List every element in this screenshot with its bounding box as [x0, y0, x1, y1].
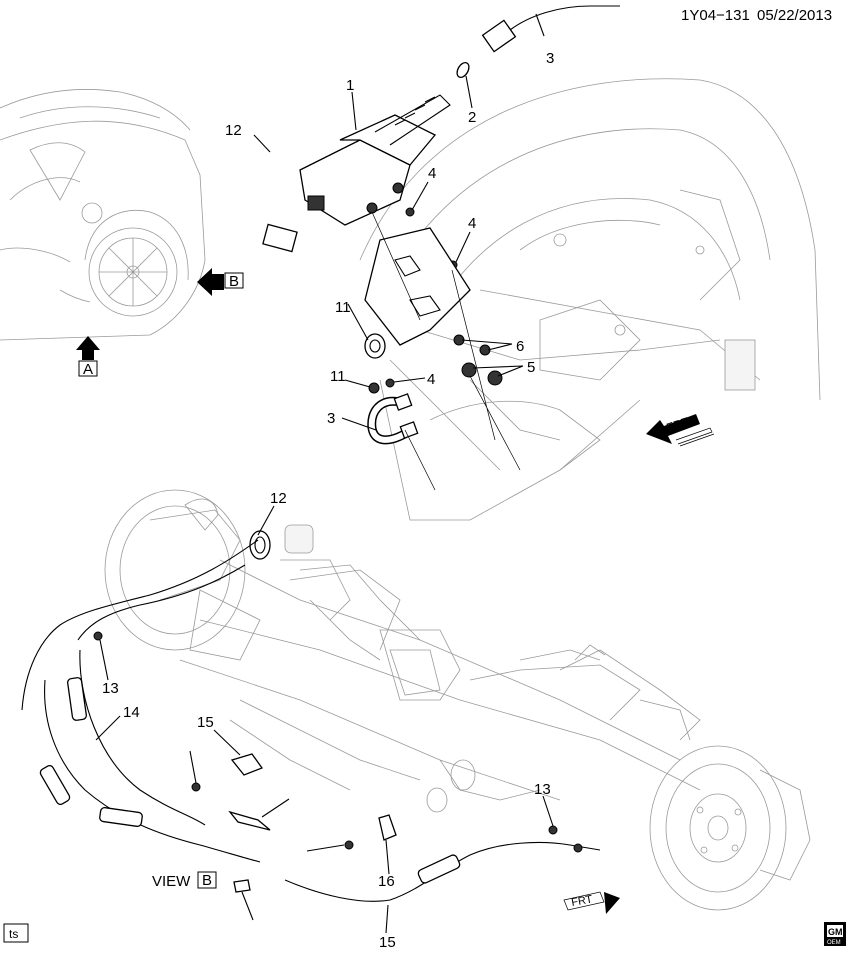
callout-8: 11	[330, 368, 346, 385]
part-15-bolt-a	[191, 782, 201, 792]
callout-5: 5	[527, 359, 535, 376]
part-13-cable-bracket-a	[230, 753, 264, 776]
gm-logo-top: GM	[828, 927, 843, 937]
part-3-cable-lower	[21, 539, 259, 711]
part-9-grommet	[364, 333, 386, 359]
callout-4-a: 4	[428, 165, 436, 182]
part-13-cable-bracket-b	[378, 814, 397, 841]
part-3-cable-lower-2	[77, 564, 246, 641]
view-a-letter: A	[83, 361, 93, 378]
wheelhouse-illustration	[359, 78, 821, 521]
alignment-lines	[371, 211, 521, 491]
part-2-seal	[456, 61, 470, 79]
part-16-cable-end	[228, 810, 271, 831]
view-b-letter: B	[229, 273, 239, 290]
ts-label: ts	[9, 927, 18, 941]
callout-6: 6	[516, 338, 524, 355]
part-1-parking-brake-module	[299, 94, 451, 226]
front-direction-arrow-upper: FRT	[646, 414, 715, 447]
view-a-indicator: A	[76, 336, 100, 378]
part-4-nut-c	[385, 378, 395, 388]
part-12-left-cable	[39, 631, 261, 863]
callout-12-left: 14	[123, 704, 140, 721]
callout-3-lower: 12	[270, 490, 287, 507]
leader-lines	[95, 13, 554, 934]
part-3-cable-upper	[481, 5, 620, 53]
document-date: 05/22/2013	[757, 7, 832, 24]
view-b-caption: VIEW	[152, 873, 191, 890]
callout-10: 12	[225, 122, 242, 139]
view-b-caption-box	[197, 871, 217, 889]
part-5-nut-b	[487, 370, 503, 386]
part-10-wiring-harness	[246, 153, 298, 253]
part-8-bolt	[368, 382, 380, 394]
module-bracket	[364, 227, 471, 346]
view-b-caption-letter: B	[202, 872, 212, 889]
callout-4-c: 4	[427, 371, 435, 388]
gm-logo: GM OEM	[824, 922, 846, 946]
part-7-vent-hose	[367, 393, 419, 445]
callout-13-left: 15	[197, 714, 214, 731]
part-3-cable-grommet	[249, 530, 271, 560]
view-b-indicator: B	[197, 268, 244, 296]
part-14-clip	[233, 879, 251, 893]
front-direction-label-lower: FRT	[570, 893, 593, 909]
callout-12-right: 15	[379, 934, 396, 951]
callout-13-right: 16	[378, 873, 395, 890]
callout-3-upper: 3	[546, 50, 554, 67]
document-id: 1Y04−131	[681, 7, 750, 24]
callout-11-left: 13	[102, 680, 119, 697]
gm-logo-bottom: OEM	[827, 940, 841, 946]
ts-box	[3, 923, 29, 943]
callout-9: 11	[335, 299, 351, 316]
callout-7: 3	[327, 410, 335, 427]
vehicle-rear-corner-illustration	[0, 89, 206, 341]
part-12-right-cable	[284, 825, 601, 902]
callout-labels: 3 2 1 12 4 4 11 6 5 11 4 3 12 13 14 15 1…	[102, 50, 554, 951]
callout-2: 2	[468, 109, 476, 126]
rear-chassis-illustration	[104, 489, 811, 911]
callout-4-b: 4	[468, 215, 476, 232]
front-direction-label-upper: FRT	[665, 414, 692, 435]
part-15-bolt-b	[344, 840, 354, 850]
callout-11-right: 13	[534, 781, 551, 798]
front-direction-arrow-lower: FRT	[563, 891, 620, 914]
callout-1: 1	[346, 77, 354, 94]
part-5-nut-a	[461, 362, 477, 378]
